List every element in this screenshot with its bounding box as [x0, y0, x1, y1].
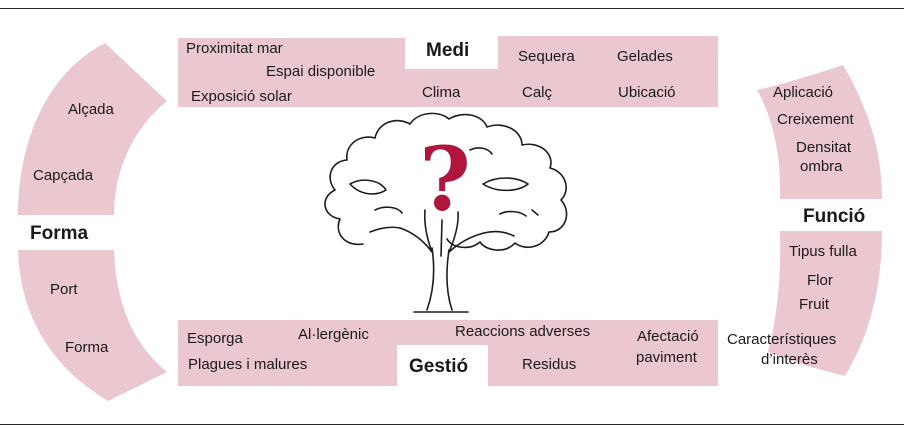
funcio-arc-top [757, 65, 882, 199]
funcio-label-creixement: Creixement [777, 111, 854, 128]
medi-label-sequera: Sequera [518, 48, 575, 65]
medi-title: Medi [426, 40, 470, 61]
gestio-label-afectacio: Afectació [637, 328, 699, 345]
gestio-label-allergenic: Al·lergènic [298, 326, 369, 343]
question-mark-icon: ? [419, 127, 471, 231]
gestio-label-reaccions-adverses: Reaccions adverses [455, 323, 591, 340]
top-rule [0, 8, 904, 9]
funcio-label-flor: Flor [807, 272, 833, 289]
funcio-label-fruit: Fruit [799, 296, 829, 313]
medi-band [178, 36, 718, 107]
bottom-rule [0, 424, 904, 425]
funcio-title: Funció [803, 206, 866, 227]
funcio-label-ombra: ombra [800, 158, 843, 175]
medi-label-ubicacio: Ubicació [618, 84, 676, 101]
medi-label-exposicio-solar: Exposició solar [191, 88, 292, 105]
forma-label-forma: Forma [65, 339, 109, 356]
forma-label-capcada: Capçada [33, 167, 94, 184]
forma-arc-bottom [18, 250, 167, 401]
gestio-label-residus: Residus [522, 356, 577, 373]
funcio-arc-bottom [768, 231, 882, 376]
medi-label-gelades: Gelades [617, 48, 673, 65]
gestio-label-esporga: Esporga [187, 330, 243, 347]
funcio-label-aplicacio: Aplicació [773, 84, 834, 101]
funcio-label-caracteristiques: Característiques [727, 331, 837, 348]
funcio-label-tipus-fulla: Tipus fulla [789, 243, 857, 260]
forma-arc-top [18, 43, 167, 215]
forma-label-port: Port [50, 281, 78, 298]
gestio-band [178, 320, 718, 386]
funcio-label-dinteres: d’interès [761, 351, 818, 368]
forma-title: Forma [30, 223, 89, 244]
gestio-title: Gestió [409, 356, 469, 377]
gestio-label-paviment: paviment [636, 349, 697, 366]
gestio-label-plagues-i-malures: Plagues i malures [188, 356, 308, 373]
medi-label-proximitat-mar: Proximitat mar [186, 40, 283, 57]
medi-label-espai-disponible: Espai disponible [266, 63, 376, 80]
forma-label-alcada: Alçada [68, 101, 114, 118]
medi-label-clima: Clima [422, 84, 461, 101]
medi-label-calc: Calç [522, 84, 553, 101]
funcio-label-densitat: Densitat [796, 139, 852, 156]
